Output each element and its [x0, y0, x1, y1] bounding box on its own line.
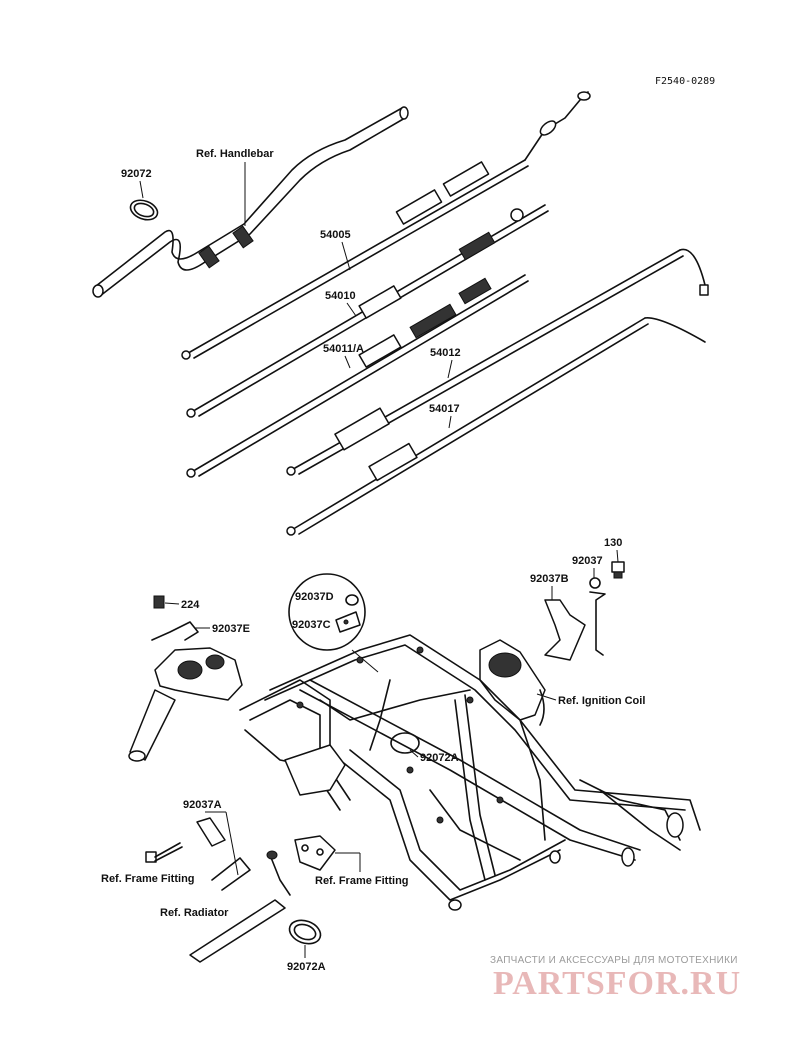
- handlebar-drawing: [92, 106, 409, 298]
- label-92072a-bottom: 92072A: [287, 961, 326, 973]
- label-92072a-frame: 92072A: [420, 752, 459, 764]
- watermark-brand: PARTSFOR.RU: [493, 965, 741, 1002]
- label-54011a: 54011/A: [323, 343, 364, 355]
- clamp-92072: [129, 199, 159, 221]
- label-54017: 54017: [429, 403, 460, 415]
- label-92037e: 92037E: [212, 623, 250, 635]
- clamp-92072a-bottom: [288, 919, 322, 945]
- label-54010: 54010: [325, 290, 356, 302]
- label-130: 130: [604, 537, 622, 549]
- ignition-coil: [479, 639, 546, 726]
- label-92037a: 92037A: [183, 799, 222, 811]
- label-54012: 54012: [430, 347, 461, 359]
- label-92037b: 92037B: [530, 573, 569, 585]
- screw-224: [153, 595, 165, 609]
- clip-92037e: [151, 621, 199, 641]
- radiator-bracket: [189, 850, 291, 963]
- clip-92037c: [335, 611, 361, 633]
- detail-circle: [288, 573, 366, 651]
- label-ref-frame-fitting-left: Ref. Frame Fitting: [101, 873, 195, 885]
- frame-drawing: [239, 634, 701, 911]
- clip-92037: [589, 577, 601, 589]
- clamp-92072a-frame: [390, 732, 420, 754]
- label-ref-handlebar: Ref. Handlebar: [196, 148, 274, 160]
- bolt-frame-fitting: [145, 842, 183, 863]
- bracket-92037b: [544, 591, 606, 661]
- cable-54005: [181, 91, 591, 360]
- label-92037d: 92037D: [295, 591, 334, 603]
- label-ref-ignition-coil: Ref. Ignition Coil: [558, 695, 645, 707]
- label-92037: 92037: [572, 555, 603, 567]
- clip-92037d: [345, 594, 359, 606]
- label-ref-frame-fitting-right: Ref. Frame Fitting: [315, 875, 409, 887]
- bracket-92037a: [196, 817, 226, 847]
- label-54005: 54005: [320, 229, 351, 241]
- cable-54010: [186, 204, 549, 418]
- label-224: 224: [181, 599, 200, 611]
- cable-54011a: [186, 274, 529, 478]
- label-ref-radiator: Ref. Radiator: [160, 907, 229, 919]
- watermark-tagline: ЗАПЧАСТИ И АКСЕССУАРЫ ДЛЯ МОТОТЕХНИКИ: [490, 955, 738, 966]
- label-92037c: 92037C: [292, 619, 331, 631]
- cable-54017: [286, 317, 706, 536]
- label-92072: 92072: [121, 168, 152, 180]
- bolt-130: [611, 561, 625, 579]
- switch-housing: [128, 647, 243, 762]
- frame-fitting-plate: [294, 835, 336, 871]
- cable-54012: [286, 248, 709, 476]
- figure-code: F2540-0289: [655, 76, 715, 87]
